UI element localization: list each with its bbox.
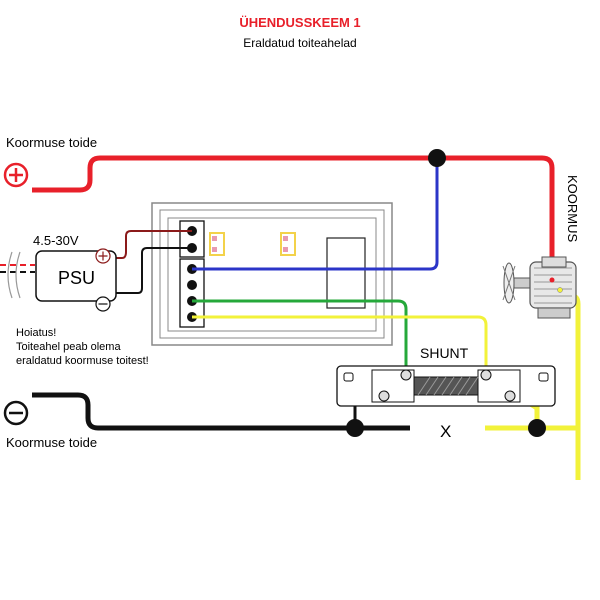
- warning-line-3: eraldatud koormuse toitest!: [16, 355, 149, 367]
- meter-module: [151, 202, 393, 346]
- wire-shunt-plus: [192, 315, 488, 375]
- diagram-title: ÜHENDUSSKEEM 1: [239, 15, 360, 30]
- wire-load-positive: [32, 155, 555, 270]
- plus-icon: [3, 162, 29, 188]
- psu-label: PSU: [58, 268, 95, 288]
- wire-psu-negative: [115, 247, 192, 294]
- motor-icon: [502, 256, 577, 319]
- psu-box: [35, 250, 117, 302]
- meter-display: [326, 237, 366, 309]
- load-supply-top-label: Koormuse toide: [6, 135, 97, 150]
- warning-line-1: Hoiatus!: [16, 327, 56, 339]
- load-label: KOORMUS: [565, 175, 580, 243]
- meter-component-left: [209, 232, 225, 256]
- wire-voltage-sense: [192, 158, 439, 271]
- wire-shunt-minus: [192, 299, 408, 375]
- wire-load-negative: [32, 392, 410, 431]
- psu-minus-icon: [95, 296, 111, 312]
- warning-line-2: Toiteahel peab olema: [16, 341, 121, 353]
- terminal-unused: [187, 280, 197, 290]
- diagram-subtitle: Eraldatud toiteahelad: [243, 36, 356, 50]
- junction-dot-bottom-right: [528, 419, 546, 437]
- junction-x-label: X: [440, 422, 451, 441]
- minus-icon: [3, 400, 29, 426]
- load-supply-bottom-label: Koormuse toide: [6, 435, 97, 450]
- psu-voltage-label: 4.5-30V: [33, 233, 79, 248]
- psu-plus-icon: [95, 248, 111, 264]
- junction-dot-top: [428, 149, 446, 167]
- wire-psu-positive: [115, 230, 192, 259]
- junction-dot-bottom-left: [346, 419, 364, 437]
- shunt-resistor: [336, 365, 556, 407]
- wire-load-return-right: [560, 293, 581, 480]
- shunt-label: SHUNT: [420, 345, 469, 361]
- meter-component-right: [280, 232, 296, 256]
